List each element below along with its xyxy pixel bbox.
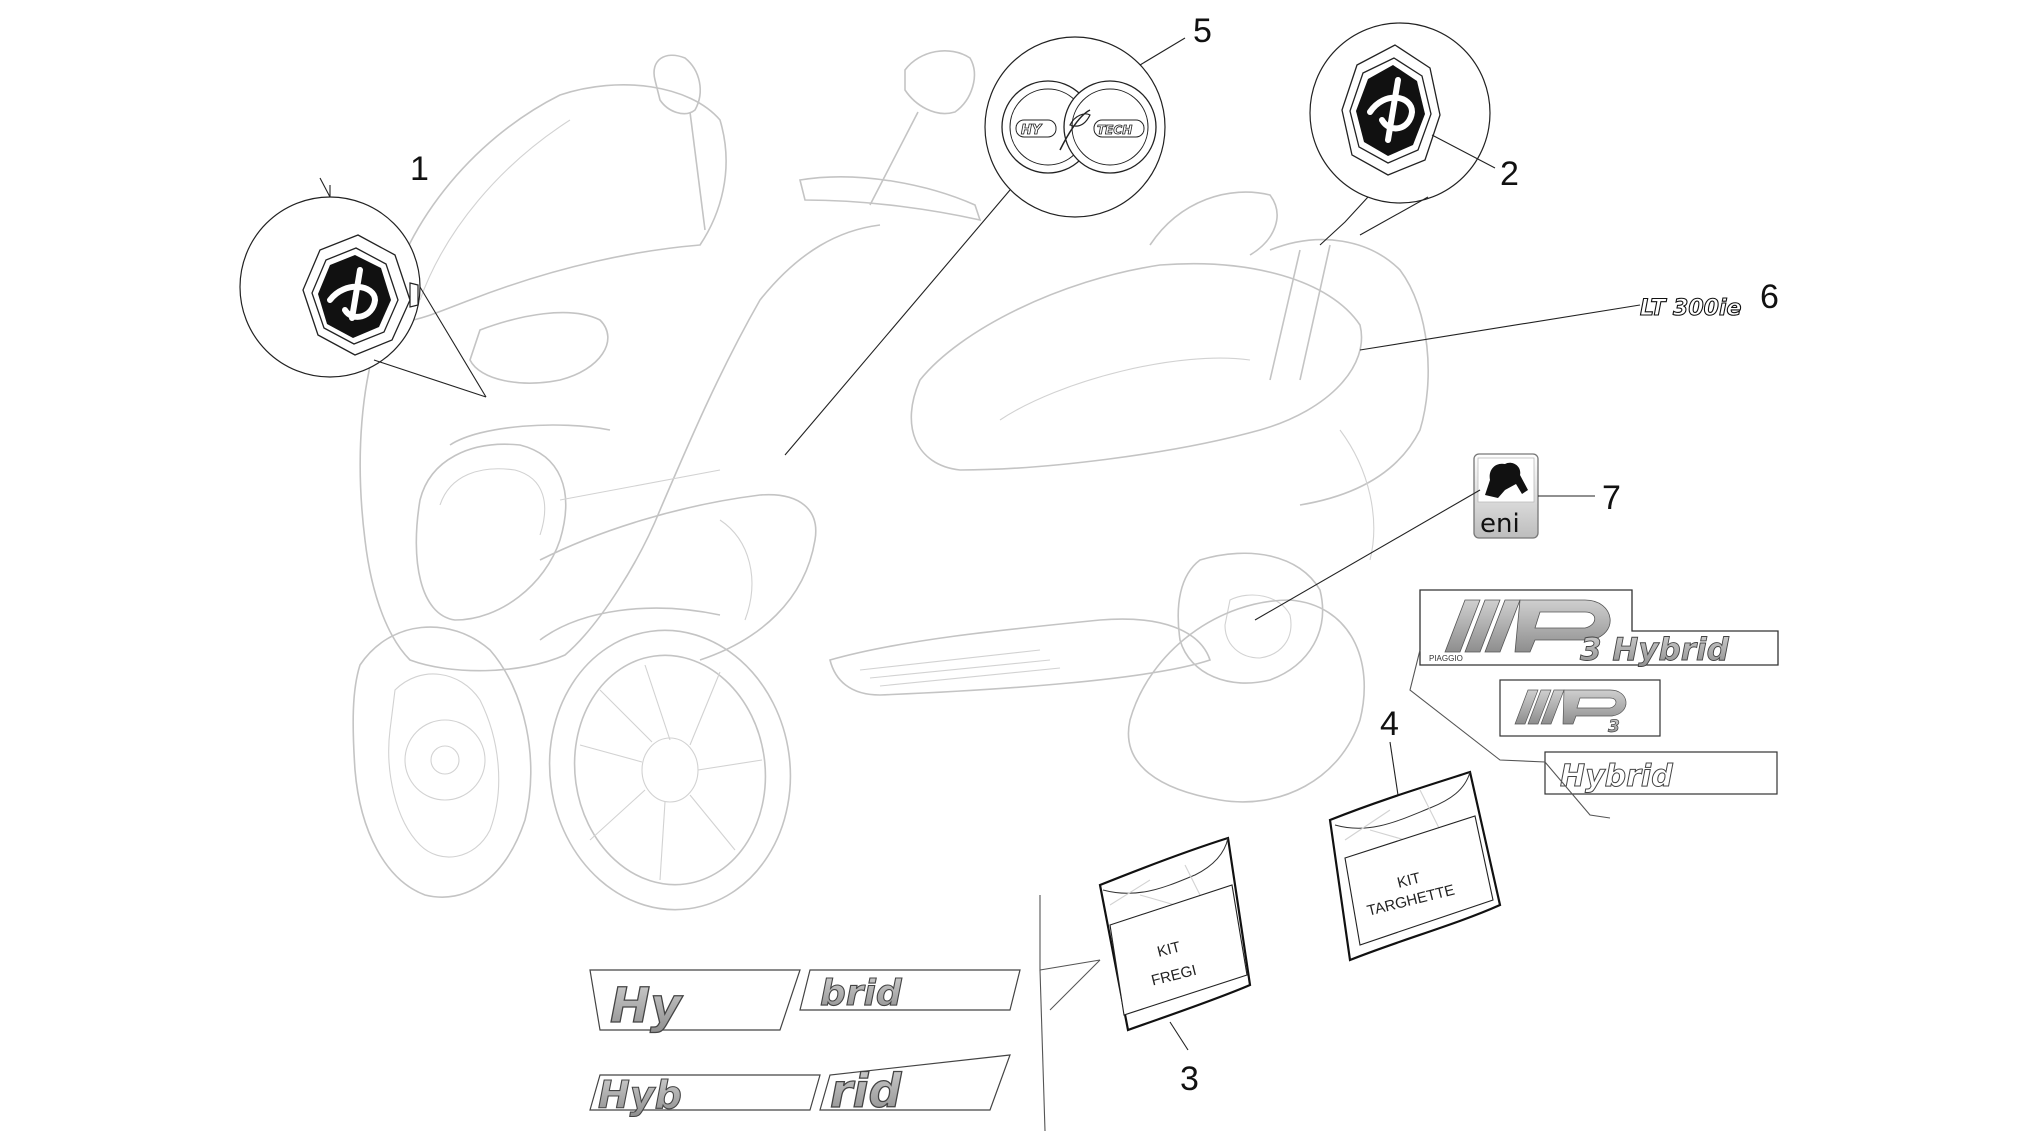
callout-6-lt-decal: LT 300ie 6: [1359, 278, 1779, 351]
callout-2-piaggio-emblem: 2: [1309, 22, 1519, 246]
hybrid-decal-b: Hyb rid: [589, 1054, 1011, 1119]
callout-label-4: 4: [1380, 705, 1399, 743]
hybrid-decal-a: Hy brid: [589, 969, 1021, 1035]
kit-fregi-line1: KIT: [1156, 939, 1183, 961]
hybrid-decal-a-left-plate: [589, 969, 801, 1031]
mp3-logo: [1444, 599, 1611, 653]
hybrid-decal-b-right-plate: [819, 1054, 1011, 1111]
callout-1-piaggio-emblem: 1: [239, 150, 487, 398]
callout-label-5: 5: [1193, 12, 1212, 50]
callout-5-hytech-badge: HY TECH 5: [784, 12, 1212, 456]
six-legged-dog-icon: [1485, 462, 1528, 498]
mp3-hybrid-label: 3 Hybrid: [1580, 632, 1730, 668]
callout-label-7: 7: [1602, 479, 1621, 517]
lt-300ie-decal: LT 300ie: [1640, 296, 1742, 321]
callout-label-1: 1: [410, 150, 429, 188]
hybrid-decal-b-left: Hyb: [598, 1073, 682, 1117]
hytech-label-left: HY: [1021, 123, 1043, 138]
callout-label-3: 3: [1180, 1060, 1199, 1098]
mp3-small-logo: [1514, 689, 1627, 725]
hybrid-decal-b-right: rid: [830, 1064, 902, 1118]
kit-targhette-line1: KIT: [1396, 870, 1423, 892]
hybrid-decal-b-left-plate: [589, 1074, 821, 1111]
leaf-icon: [1069, 113, 1091, 127]
callout-label-6: 6: [1760, 278, 1779, 316]
hybrid-small-label: Hybrid: [1560, 759, 1673, 794]
callout-label-2: 2: [1500, 155, 1519, 193]
mp3-small-sub: 3: [1608, 717, 1620, 737]
eni-label: eni: [1480, 509, 1520, 539]
mp3-hybrid-decal-group: PIAGGIO 3 Hybrid 3 Hybrid: [1409, 589, 1779, 819]
piaggio-small-label: PIAGGIO: [1429, 654, 1463, 663]
hytech-label-right: TECH: [1097, 123, 1132, 137]
hybrid-decal-a-right-plate: [799, 969, 1021, 1011]
big-hybrid-decals: Hy brid Hyb rid: [589, 895, 1101, 1131]
front-wheel-spokes: [579, 664, 763, 881]
kit-targhette-bag: KIT TARGHETTE 4: [1328, 705, 1502, 962]
callout-7-eni-decal: eni 7: [1254, 453, 1621, 621]
kit-fregi-bag: KIT FREGI 3: [1098, 836, 1252, 1098]
hybrid-decal-a-right: brid: [820, 973, 903, 1014]
hybrid-decal-a-left: Hy: [610, 978, 683, 1034]
scooter-outline: [352, 50, 1429, 911]
hybrid-small-decal: [1544, 751, 1778, 795]
